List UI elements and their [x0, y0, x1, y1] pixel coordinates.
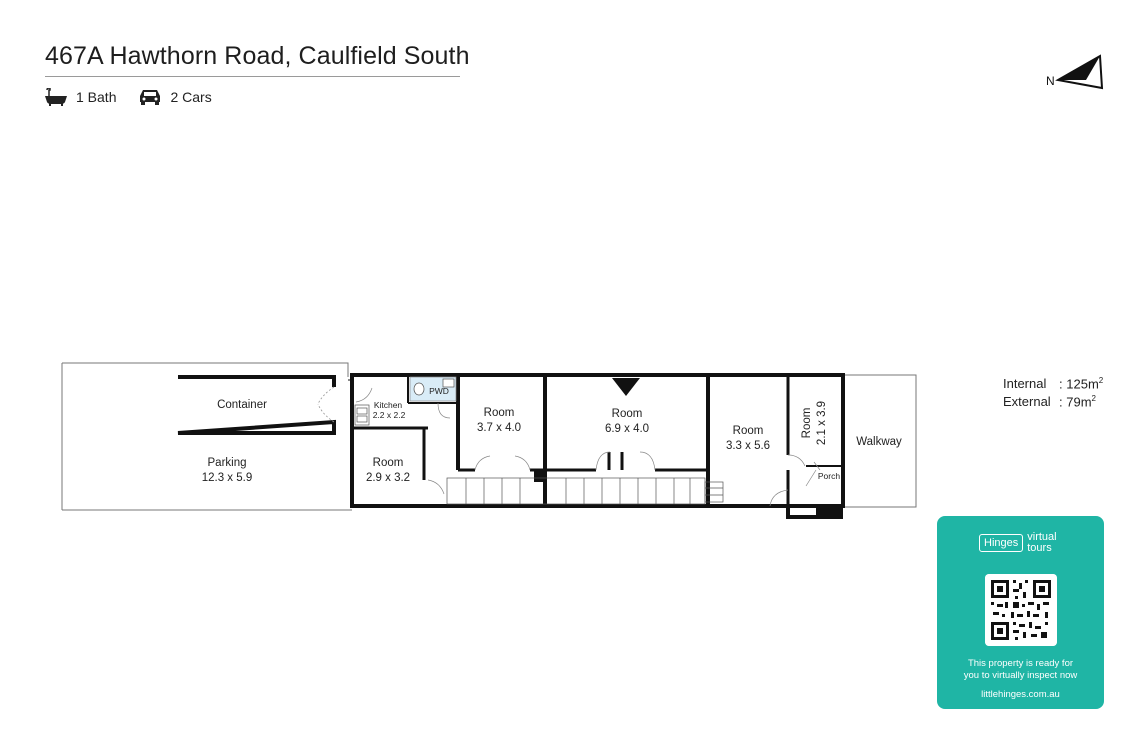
- container-label: Container: [217, 399, 267, 411]
- badge-message: This property is ready for you to virtua…: [963, 658, 1078, 681]
- steps: [704, 481, 724, 503]
- internal-area: Internal: 125m2: [1003, 376, 1104, 392]
- pwd-label: PWD: [429, 386, 449, 396]
- car-icon: [140, 90, 161, 105]
- internal-area-value: 125m: [1066, 376, 1099, 392]
- room-a-dims: 3.7 x 4.0: [477, 422, 521, 434]
- feature-bath: 1 Bath: [44, 88, 116, 106]
- room-b-dims: 6.9 x 4.0: [605, 423, 649, 435]
- building-walls: [348, 373, 845, 519]
- internal-area-label: Internal: [1003, 376, 1047, 392]
- room-small-label: Room: [373, 457, 404, 469]
- parking-label: Parking: [208, 457, 247, 469]
- pwd-bathroom: [409, 376, 457, 402]
- kitchen-fixtures: [354, 404, 370, 426]
- container-outline: [177, 375, 336, 435]
- car-count: 2 Cars: [170, 89, 212, 105]
- door-swings: [355, 387, 821, 507]
- property-address: 467A Hawthorn Road, Caulfield South: [45, 42, 470, 70]
- qr-code-icon[interactable]: [985, 574, 1057, 646]
- hinges-wordmark: Hinges: [979, 534, 1024, 552]
- hallway-storage: [446, 477, 706, 505]
- external-area-label: External: [1003, 394, 1051, 410]
- bath-count: 1 Bath: [76, 89, 117, 105]
- kitchen-dims: 2.2 x 2.2: [373, 410, 406, 420]
- compass-north-label: N: [1046, 74, 1055, 88]
- virtual-tours-wordmark: virtual tours: [1027, 531, 1057, 554]
- title-divider: [45, 76, 460, 77]
- property-features: 1 Bath 2 Cars: [44, 88, 234, 106]
- room-small-dims: 2.9 x 3.2: [366, 472, 410, 484]
- room-c-label: Room: [733, 425, 764, 437]
- site-boundary: [61, 362, 917, 511]
- room-b-label: Room: [612, 408, 643, 420]
- walkway-label: Walkway: [856, 436, 902, 448]
- bathtub-icon: [45, 88, 67, 106]
- room-d-label-group: Room 2.1 x 3.9: [801, 401, 828, 445]
- porch-label: Porch: [818, 471, 840, 481]
- room-d-label: Room: [801, 408, 813, 439]
- kitchen-label: Kitchen: [374, 400, 403, 410]
- badge-url-link[interactable]: littlehinges.com.au: [981, 689, 1060, 700]
- room-d-dims: 2.1 x 3.9: [816, 401, 828, 445]
- north-arrow-icon: [1055, 54, 1104, 90]
- room-c-dims: 3.3 x 5.6: [726, 440, 770, 452]
- external-area-value: 79m: [1066, 394, 1092, 410]
- room-a-label: Room: [484, 407, 515, 419]
- parking-dims: 12.3 x 5.9: [202, 472, 253, 484]
- virtual-tour-badge[interactable]: Hinges virtual tours This property is re…: [937, 516, 1104, 709]
- feature-cars: 2 Cars: [138, 88, 212, 106]
- little-hinges-logo: Hinges virtual tours: [979, 532, 1057, 554]
- external-area: External: 79m2: [1003, 394, 1096, 410]
